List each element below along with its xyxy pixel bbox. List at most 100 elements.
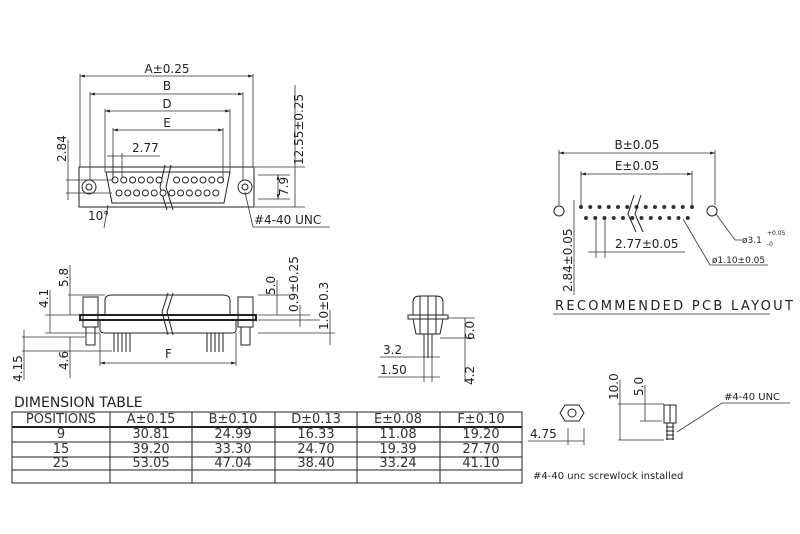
pin <box>150 189 158 197</box>
dim-0-9-label: 0.9±0.25 <box>287 256 301 312</box>
pcb-hole <box>597 205 602 209</box>
pcb-hole <box>588 205 593 209</box>
dim-1-50-label: 1.50 <box>380 363 407 377</box>
pcb-hole <box>579 205 583 209</box>
pin-array <box>111 176 225 197</box>
pcb-hole <box>639 216 644 220</box>
pcb-hole <box>616 205 620 209</box>
table-title: DIMENSION TABLE <box>14 395 143 411</box>
table-cell: 25 <box>53 456 70 471</box>
table-header: E±0.08 <box>374 412 422 427</box>
table-cell: 24.99 <box>214 427 251 442</box>
pin <box>129 176 137 184</box>
dim-e-label: E <box>163 116 171 130</box>
pcb-hole <box>671 205 676 209</box>
pcb-pitch-label: 2.77±0.05 <box>615 237 679 251</box>
end-view: 3.2 1.50 6.0 4.2 <box>378 295 477 385</box>
thread-label: #4-40 UNC <box>254 213 321 227</box>
table-cell: 19.20 <box>462 427 499 442</box>
dim-a-label: A±0.25 <box>145 62 190 76</box>
pin <box>177 189 185 197</box>
pcb-hole <box>662 205 667 209</box>
pin <box>141 189 149 197</box>
pcb-hole <box>606 205 611 209</box>
pin <box>181 176 189 184</box>
pin <box>155 176 163 184</box>
thread-icon <box>666 422 674 440</box>
table-cell: 33.30 <box>214 442 251 457</box>
pcb-hole <box>602 216 607 220</box>
pcb-hole <box>643 205 648 209</box>
pcb-hole <box>676 216 681 220</box>
dim-4-6-label: 4.6 <box>57 351 71 370</box>
pcb-mount-hole-left <box>553 205 565 217</box>
dim-4-2-label: 4.2 <box>463 366 477 385</box>
pin <box>133 189 141 197</box>
table-cell: 53.05 <box>132 456 169 471</box>
pin <box>124 189 132 197</box>
pin <box>212 189 220 197</box>
pcb-hole <box>690 205 694 209</box>
screwlock-caption: #4-40 unc screwlock installed <box>533 471 683 482</box>
table-cell: 19.39 <box>379 442 416 457</box>
pin <box>168 189 176 197</box>
screwlock-length-label: 10.0 <box>607 373 621 400</box>
row-spacing-label: 2.84 <box>55 135 69 162</box>
pcb-layout-title: RECOMMENDED PCB LAYOUT <box>555 299 795 314</box>
pcb-pin-hole-label: ø1.10±0.05 <box>712 256 765 266</box>
table-cell: 39.20 <box>132 442 169 457</box>
pcb-hole <box>667 216 672 220</box>
screwlock-detail: 4.75 10.0 5.0 #4-40 UNC #4-40 unc screwl… <box>528 373 790 482</box>
pin <box>208 176 216 184</box>
pcb-hole <box>584 216 588 220</box>
pcb-mount-hole-tol-lower: -0 <box>767 241 773 248</box>
table-cell: 15 <box>53 442 70 457</box>
pin <box>190 176 198 184</box>
dim-b-label: B <box>163 79 171 93</box>
screwlock-width-label: 4.75 <box>530 427 557 441</box>
table-cell: 16.33 <box>297 427 334 442</box>
dim-5-8-label: 5.8 <box>57 268 71 287</box>
table-header: D±0.13 <box>291 412 341 427</box>
height-label: 12.55±0.25 <box>292 94 306 165</box>
table-cell: 33.24 <box>379 456 416 471</box>
pcb-hole <box>685 216 690 220</box>
pcb-hole <box>658 216 662 220</box>
table-cell: 41.10 <box>462 456 499 471</box>
pcb-hole <box>625 205 630 209</box>
pcb-pin-holes <box>579 205 694 220</box>
table-header: B±0.10 <box>209 412 258 427</box>
pins-side <box>113 333 224 352</box>
pcb-hole <box>611 216 616 220</box>
dim-4-1-label: 4.1 <box>37 289 51 308</box>
pin <box>173 176 181 184</box>
pcb-mount-hole-right <box>706 205 718 217</box>
table-cell: 38.40 <box>297 456 334 471</box>
table-header: POSITIONS <box>26 412 96 427</box>
pin <box>137 176 145 184</box>
dim-d-label: D <box>162 97 171 111</box>
pin <box>146 176 154 184</box>
mount-hole-right <box>237 179 253 195</box>
pin <box>203 189 211 197</box>
table-cell: 11.08 <box>379 427 416 442</box>
pcb-row-spacing-label: 2.84±0.05 <box>561 229 575 293</box>
hex-nut-icon <box>559 404 585 422</box>
pcb-mount-hole-label: ø3.1 <box>742 236 762 246</box>
pcb-hole <box>648 216 653 220</box>
shell-bottom <box>99 320 237 334</box>
pcb-dim-e-label: E±0.05 <box>615 159 659 173</box>
pcb-hole <box>653 205 657 209</box>
dim-4-15-label: 4.15 <box>11 355 25 382</box>
pcb-hole <box>630 216 635 220</box>
pin <box>120 176 128 184</box>
side-view: F 5.8 4.1 4.15 4.6 5.0 0.9±0.25 1.0±0.3 <box>11 256 335 382</box>
dim-3-2-label: 3.2 <box>383 343 402 357</box>
table-cell: 9 <box>57 427 65 442</box>
pcb-hole <box>680 205 685 209</box>
pcb-layout: B±0.05 E±0.05 2.84±0.05 2.77±0.05 ø3.1 +… <box>553 138 795 315</box>
dim-1-0-label: 1.0±0.3 <box>317 282 331 330</box>
table-cell: 30.81 <box>132 427 169 442</box>
pcb-hole <box>621 216 625 220</box>
